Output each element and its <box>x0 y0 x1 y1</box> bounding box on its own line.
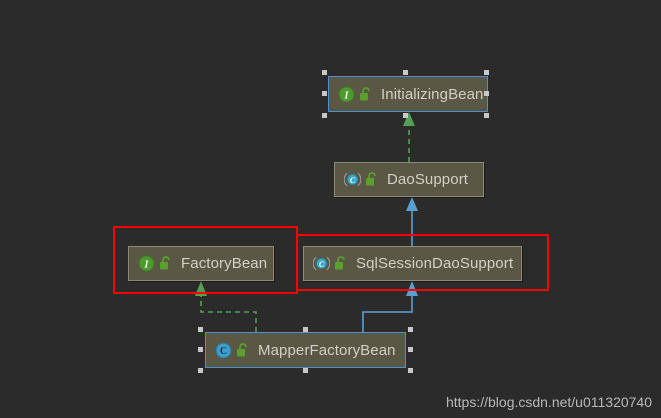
unlock-icon <box>359 86 372 102</box>
node-label: SqlSessionDaoSupport <box>356 255 514 272</box>
interface-icon: I <box>338 86 355 103</box>
selection-handle[interactable] <box>484 70 489 75</box>
abstract-class-icon: C <box>344 171 361 188</box>
selection-handle[interactable] <box>198 368 203 373</box>
selection-handle[interactable] <box>303 327 308 332</box>
class-icon: C <box>215 342 232 359</box>
node-mapper-factory-bean[interactable]: C MapperFactoryBean <box>205 332 406 368</box>
node-initializing-bean[interactable]: I InitializingBean <box>328 76 488 112</box>
node-factory-bean[interactable]: I FactoryBean <box>128 246 274 281</box>
annotation-rect-left <box>113 226 298 294</box>
node-sql-session-dao-support[interactable]: C SqlSessionDaoSupport <box>303 246 522 281</box>
watermark-text: https://blog.csdn.net/u011320740 <box>445 394 652 410</box>
svg-text:I: I <box>344 90 350 101</box>
unlock-icon <box>334 256 347 271</box>
selection-handle[interactable] <box>198 347 203 352</box>
annotation-rect-right <box>296 234 549 291</box>
selection-handle[interactable] <box>408 368 413 373</box>
selection-handle[interactable] <box>484 113 489 118</box>
unlock-icon <box>236 342 249 358</box>
node-dao-support[interactable]: C DaoSupport <box>334 162 484 197</box>
node-label: DaoSupport <box>387 171 469 188</box>
selection-handle[interactable] <box>322 91 327 96</box>
node-label: InitializingBean <box>381 85 484 103</box>
svg-text:C: C <box>319 260 325 269</box>
selection-handle[interactable] <box>303 368 308 373</box>
selection-handle[interactable] <box>408 327 413 332</box>
node-label: MapperFactoryBean <box>258 341 396 359</box>
node-label: FactoryBean <box>181 255 268 272</box>
selection-handle[interactable] <box>408 347 413 352</box>
selection-handle[interactable] <box>403 70 408 75</box>
selection-handle[interactable] <box>198 327 203 332</box>
svg-text:C: C <box>220 346 227 357</box>
selection-handle[interactable] <box>322 70 327 75</box>
svg-text:C: C <box>350 176 356 185</box>
unlock-icon <box>159 256 172 271</box>
interface-icon: I <box>138 255 155 272</box>
selection-handle[interactable] <box>322 113 327 118</box>
abstract-class-icon: C <box>313 255 330 272</box>
selection-handle[interactable] <box>403 113 408 118</box>
edge-daosupport-implements-initializingbean <box>403 112 415 162</box>
selection-handle[interactable] <box>484 91 489 96</box>
unlock-icon <box>365 172 378 187</box>
svg-text:I: I <box>144 259 150 270</box>
